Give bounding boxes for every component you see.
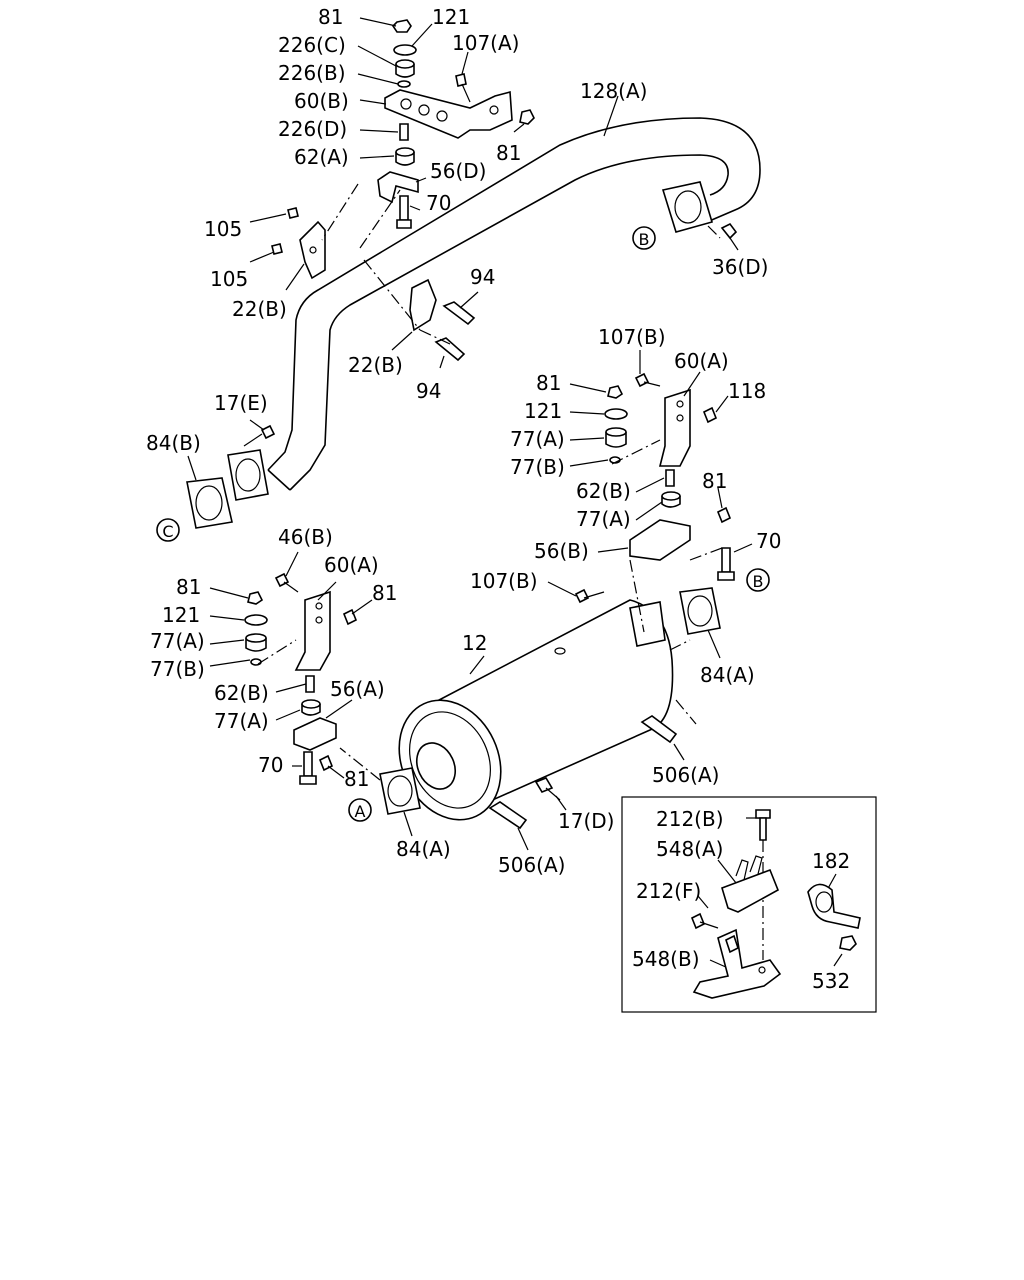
label-70: 70 (426, 191, 451, 215)
label-121: 121 (432, 5, 470, 29)
label-60b: 60(B) (294, 89, 349, 113)
label-84a: 84(A) (396, 837, 451, 861)
label-81: 81 (496, 141, 521, 165)
top-mount-stack (377, 19, 535, 229)
label-548b: 548(B) (632, 947, 700, 971)
label-36d: 36(D) (712, 255, 768, 279)
label-77b: 77(B) (150, 657, 205, 681)
right-mount-stack (574, 372, 735, 604)
label-105: 105 (204, 217, 242, 241)
label-128a: 128(A) (580, 79, 647, 103)
label-506a: 506(A) (498, 853, 565, 877)
label-77b: 77(B) (510, 455, 565, 479)
inset-detail-box (621, 796, 877, 1013)
pipe-flange-front (227, 449, 269, 501)
label-226b: 226(B) (278, 61, 346, 85)
label-226d: 226(D) (278, 117, 347, 141)
label-212b: 212(B) (656, 807, 724, 831)
label-105: 105 (210, 267, 248, 291)
muffler-right-flange (629, 601, 666, 647)
label-12: 12 (462, 631, 487, 655)
svg-text:B: B (753, 572, 764, 591)
label-212f: 212(F) (636, 879, 701, 903)
exhaust-pipe-128a (267, 117, 761, 491)
hanger-clamps (271, 207, 738, 362)
muffler-clamps (243, 424, 678, 830)
gasket-84a-right (679, 587, 721, 635)
label-17e: 17(E) (214, 391, 268, 415)
label-77a: 77(A) (576, 507, 631, 531)
label-62b: 62(B) (214, 681, 269, 705)
label-182: 182 (812, 849, 850, 873)
label-17d: 17(D) (558, 809, 614, 833)
label-84a: 84(A) (700, 663, 755, 687)
marker-c: C (156, 518, 180, 542)
muffler-12 (398, 599, 674, 821)
label-60a: 60(A) (324, 553, 379, 577)
label-81: 81 (372, 581, 397, 605)
label-56b: 56(B) (534, 539, 589, 563)
label-70: 70 (258, 753, 283, 777)
label-118: 118 (728, 379, 766, 403)
label-62b: 62(B) (576, 479, 631, 503)
label-94: 94 (416, 379, 441, 403)
label-506a: 506(A) (652, 763, 719, 787)
svg-text:A: A (355, 802, 366, 821)
label-81: 81 (702, 469, 727, 493)
gasket-84b (186, 477, 233, 529)
label-62a: 62(A) (294, 145, 349, 169)
label-22b: 22(B) (348, 353, 403, 377)
assembly-lines (257, 183, 723, 781)
label-46b: 46(B) (278, 525, 333, 549)
label-56a: 56(A) (330, 677, 385, 701)
label-94: 94 (470, 265, 495, 289)
label-548a: 548(A) (656, 837, 723, 861)
label-70: 70 (756, 529, 781, 553)
marker-b-right: B (746, 568, 770, 592)
leader-lines (187, 17, 843, 969)
label-22b: 22(B) (232, 297, 287, 321)
label-107b: 107(B) (470, 569, 538, 593)
svg-text:C: C (162, 522, 173, 541)
left-mount-stack (244, 572, 358, 785)
label-107b: 107(B) (598, 325, 666, 349)
svg-text:B: B (639, 230, 650, 249)
label-107a: 107(A) (452, 31, 519, 55)
marker-a: A (348, 798, 372, 822)
gasket-84a-left (379, 767, 421, 815)
label-81: 81 (318, 5, 343, 29)
marker-b-top: B (632, 226, 656, 250)
label-77a: 77(A) (510, 427, 565, 451)
label-56d: 56(D) (430, 159, 486, 183)
pipe-flange-b (661, 181, 714, 233)
label-81: 81 (176, 575, 201, 599)
part-labels: 81 121 107(A) 226(C) 226(B) 60(B) 226(D)… (146, 5, 850, 993)
label-84b: 84(B) (146, 431, 201, 455)
label-81: 81 (344, 767, 369, 791)
label-532: 532 (812, 969, 850, 993)
label-77a: 77(A) (150, 629, 205, 653)
label-121: 121 (524, 399, 562, 423)
label-60a: 60(A) (674, 349, 729, 373)
label-226c: 226(C) (278, 33, 346, 57)
label-81: 81 (536, 371, 561, 395)
label-121: 121 (162, 603, 200, 627)
label-77a: 77(A) (214, 709, 269, 733)
